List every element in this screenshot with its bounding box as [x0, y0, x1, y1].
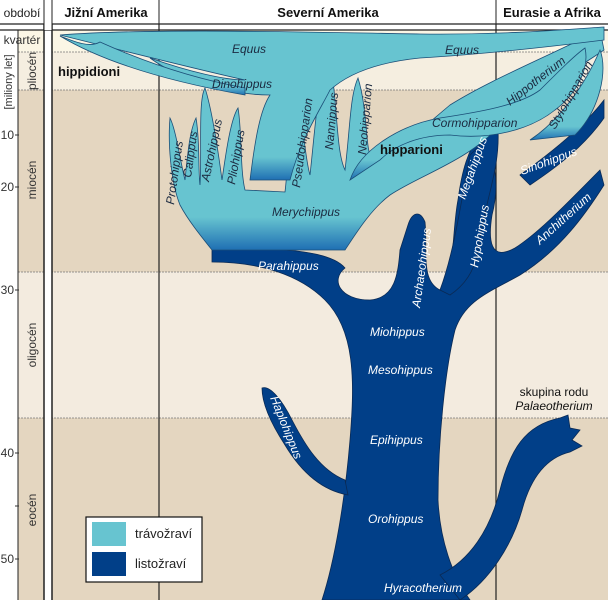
axis-label: [miliony let] — [3, 54, 15, 109]
label-orohippus: Orohippus — [368, 512, 423, 526]
period-oligocene: oligocén — [25, 323, 39, 368]
legend-label-grazers: trávožraví — [135, 526, 192, 541]
header-north-america: Severní Amerika — [277, 5, 379, 20]
label-miohippus: Miohippus — [370, 325, 425, 339]
label-equus-2: Equus — [445, 43, 479, 57]
tick-50: 50 — [1, 552, 15, 566]
tick-20: 20 — [1, 180, 15, 194]
period-miocene: miocén — [25, 161, 39, 200]
tick-10: 10 — [1, 128, 15, 142]
label-dinohippus: Dinohippus — [212, 77, 272, 91]
group-hipparions: hipparioni — [380, 142, 443, 157]
band-oligocene — [18, 272, 608, 418]
label-epihippus: Epihippus — [370, 433, 423, 447]
label-nannippus: Nannippus — [322, 92, 341, 150]
label-equus-1: Equus — [232, 42, 266, 56]
group-palaeotherium-line1: skupina rodu — [520, 385, 589, 399]
tick-30: 30 — [1, 283, 15, 297]
period-quaternary: kvartér — [4, 33, 41, 47]
legend-swatch-browsers — [92, 552, 126, 576]
group-hippidions: hippidioni — [58, 64, 120, 79]
browser-lineage — [211, 98, 605, 600]
label-cormohipparion: Cormohipparion — [432, 116, 518, 130]
tick-40: 40 — [1, 446, 15, 460]
legend-label-browsers: listožraví — [135, 556, 187, 571]
axis-ticks — [15, 134, 19, 560]
legend: trávožraví listožraví — [85, 516, 203, 583]
group-palaeotherium-line2: Palaeotherium — [515, 399, 592, 413]
period-eocene: eocén — [25, 494, 39, 527]
label-neohipparion: Neohipparion — [355, 83, 375, 156]
label-mesohippus: Mesohippus — [368, 363, 433, 377]
header-eurasia-africa: Eurasie a Afrika — [503, 5, 602, 20]
label-calippus: Calippus — [180, 130, 200, 178]
label-merychippus: Merychippus — [272, 205, 340, 219]
period-pliocene: pliocén — [25, 52, 39, 90]
header-south-america: Jižní Amerika — [64, 5, 148, 20]
legend-swatch-grazers — [92, 522, 126, 546]
label-hyracotherium: Hyracotherium — [384, 581, 462, 595]
header-period: období — [4, 6, 41, 20]
grazer-lineage — [59, 26, 605, 251]
label-parahippus: Parahippus — [258, 259, 319, 273]
